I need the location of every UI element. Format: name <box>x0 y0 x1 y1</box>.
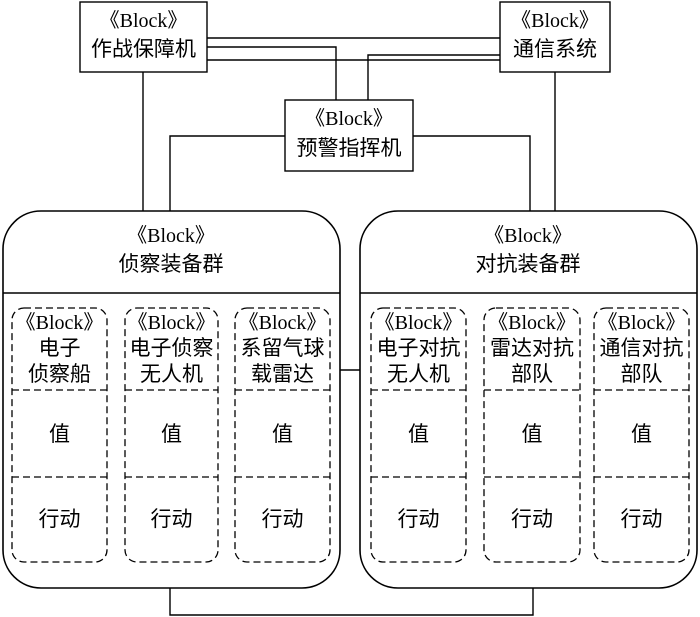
group-recon-name: 侦察装备群 <box>119 252 224 276</box>
group-recon-frame <box>2 210 341 589</box>
block-communication-stereotype: 《Block》 <box>511 10 599 32</box>
part-value: 值 <box>631 422 652 446</box>
part-stereotype: 《Block》 <box>239 312 327 334</box>
part-action: 行动 <box>621 507 663 531</box>
connector-warning-counter <box>413 135 531 211</box>
part-action: 行动 <box>398 507 440 531</box>
part-name-line: 载雷达 <box>251 362 314 386</box>
part-frame <box>483 307 581 563</box>
part-block: 《Block》 电子侦察 无人机 值 行动 <box>124 307 219 563</box>
part-name-line: 电子 <box>39 336 81 360</box>
part-block: 《Block》 通信对抗 部队 值 行动 <box>593 307 690 563</box>
part-name-line: 通信对抗 <box>600 336 684 360</box>
part-block: 《Block》 电子 侦察船 值 行动 <box>11 307 108 563</box>
group-counter: 《Block》 对抗装备群 <box>359 210 698 589</box>
part-action: 行动 <box>262 507 304 531</box>
block-combat-support-frame <box>79 1 208 73</box>
group-counter-stereotype: 《Block》 <box>484 225 572 247</box>
part-block: 《Block》 雷达对抗 部队 值 行动 <box>483 307 581 563</box>
block-early-warning-stereotype: 《Block》 <box>305 108 393 130</box>
part-name-line: 雷达对抗 <box>490 336 574 360</box>
block-early-warning-name: 预警指挥机 <box>297 136 402 160</box>
part-stereotype: 《Block》 <box>128 312 216 334</box>
block-combat-support-name: 作战保障机 <box>91 37 196 61</box>
connector-support-warning <box>207 46 337 100</box>
part-name-line: 部队 <box>621 362 663 386</box>
part-value: 值 <box>272 422 293 446</box>
part-value: 值 <box>49 422 70 446</box>
part-name-line: 电子对抗 <box>377 336 461 360</box>
block-communication-frame <box>499 1 611 73</box>
block-combat-support: 《Block》 作战保障机 <box>79 1 208 73</box>
group-recon-stereotype: 《Block》 <box>127 225 215 247</box>
part-stereotype: 《Block》 <box>375 312 463 334</box>
group-recon: 《Block》 侦察装备群 <box>2 210 341 589</box>
part-name-line: 无人机 <box>140 362 203 386</box>
block-early-warning-frame <box>284 99 414 172</box>
part-block: 《Block》 系留气球 载雷达 值 行动 <box>234 307 331 563</box>
group-counter-name: 对抗装备群 <box>476 252 581 276</box>
connector-bottom <box>169 588 534 616</box>
part-frame <box>234 307 331 563</box>
part-action: 行动 <box>511 507 553 531</box>
part-stereotype: 《Block》 <box>488 312 576 334</box>
block-early-warning: 《Block》 预警指挥机 <box>284 99 414 172</box>
group-counter-frame <box>359 210 698 589</box>
part-value: 值 <box>522 422 543 446</box>
part-action: 行动 <box>151 507 193 531</box>
part-name-line: 无人机 <box>387 362 450 386</box>
part-name-line: 侦察船 <box>28 362 91 386</box>
part-frame <box>370 307 467 563</box>
part-value: 值 <box>408 422 429 446</box>
part-name-line: 部队 <box>511 362 553 386</box>
block-combat-support-stereotype: 《Block》 <box>100 10 188 32</box>
connector-warning-recon <box>169 135 285 211</box>
part-action: 行动 <box>39 507 81 531</box>
part-value: 值 <box>161 422 182 446</box>
part-name-line: 系留气球 <box>241 336 325 360</box>
part-frame <box>11 307 108 563</box>
block-communication-name: 通信系统 <box>513 37 597 61</box>
block-communication: 《Block》 通信系统 <box>499 1 611 73</box>
connector-comm-warning <box>367 54 500 100</box>
part-frame <box>593 307 690 563</box>
part-frame <box>124 307 219 563</box>
part-block: 《Block》 电子对抗 无人机 值 行动 <box>370 307 467 563</box>
part-stereotype: 《Block》 <box>598 312 686 334</box>
part-name-line: 电子侦察 <box>130 336 214 360</box>
part-stereotype: 《Block》 <box>16 312 104 334</box>
